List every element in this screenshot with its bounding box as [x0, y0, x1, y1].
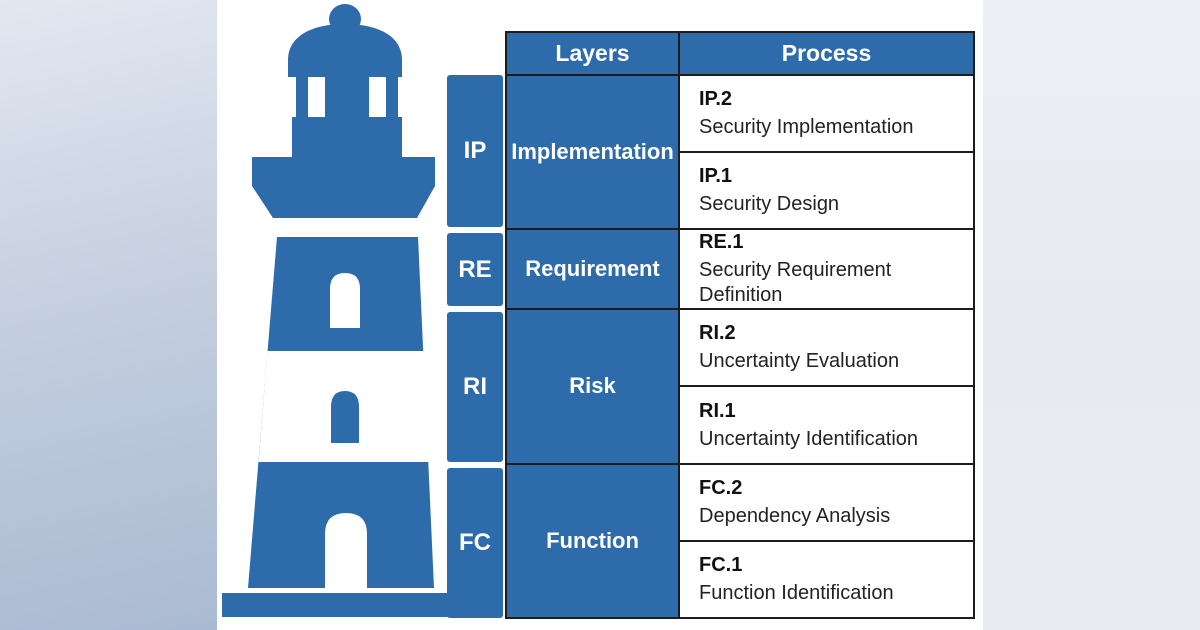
process-cell-re1: RE.1 Security Requirement Definition: [680, 230, 973, 309]
process-cell-ip1: IP.1 Security Design: [680, 153, 973, 229]
process-name: Uncertainty Evaluation: [699, 350, 900, 373]
lighthouse-window-upper: [330, 273, 360, 328]
layer-cell-risk: Risk: [507, 310, 678, 463]
background-gradient-right: [983, 0, 1200, 630]
background-gradient-left: [0, 0, 217, 630]
process-name: Security Design: [699, 193, 840, 216]
layer-code-fc: FC: [447, 468, 503, 618]
column-header-layers: Layers: [507, 33, 678, 74]
process-id: FC.2: [699, 476, 743, 499]
process-id: RI.2: [699, 322, 736, 345]
layer-cell-requirement: Requirement: [507, 230, 678, 309]
process-cell-ip2: IP.2 Security Implementation: [680, 76, 973, 152]
lighthouse-gallery-post-right: [386, 77, 398, 119]
process-id: IP.2: [699, 88, 732, 111]
lighthouse-platform: [252, 157, 435, 218]
process-name: Security Requirement Definition: [699, 259, 892, 307]
lighthouse-base: [222, 593, 450, 617]
lighthouse-doorway: [325, 513, 367, 588]
layer-code-re: RE: [447, 233, 503, 306]
process-id: FC.1: [699, 553, 743, 576]
lighthouse-knob: [329, 4, 361, 34]
process-name: Function Identification: [699, 581, 894, 604]
process-cell-fc2: FC.2 Dependency Analysis: [680, 464, 973, 540]
layers-process-table: Layers Process Implementation IP.2 Secur…: [505, 31, 975, 619]
column-header-process: Process: [680, 33, 973, 74]
process-name: Dependency Analysis: [699, 504, 891, 527]
layer-cell-implementation: Implementation: [507, 76, 678, 229]
process-name: Uncertainty Identification: [699, 427, 919, 450]
lighthouse-tower: [248, 237, 434, 588]
process-cell-ri2: RI.2 Uncertainty Evaluation: [680, 310, 973, 386]
layer-code-ip: IP: [447, 75, 503, 227]
process-id: RI.1: [699, 399, 736, 422]
lighthouse-window-middle: [331, 391, 359, 443]
process-cell-fc1: FC.1 Function Identification: [680, 541, 973, 617]
lighthouse-lantern: [325, 77, 369, 119]
layer-cell-function: Function: [507, 464, 678, 617]
lighthouse-watch-room: [292, 117, 402, 157]
process-name: Security Implementation: [699, 116, 914, 139]
layer-code-ri: RI: [447, 312, 503, 462]
lighthouse-gallery-post-left: [296, 77, 308, 119]
lighthouse-white-band: [258, 351, 429, 462]
process-id: IP.1: [699, 165, 732, 188]
process-id: RE.1: [699, 231, 744, 254]
lighthouse-dome: [288, 24, 402, 77]
process-cell-ri1: RI.1 Uncertainty Identification: [680, 387, 973, 463]
